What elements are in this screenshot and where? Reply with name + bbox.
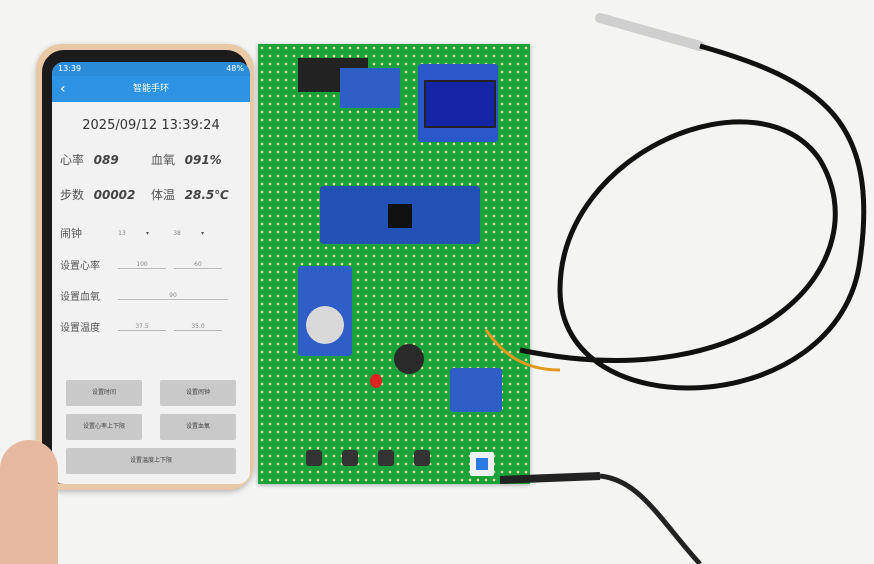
app-title: 智能手环 <box>132 84 169 94</box>
heart-high-input[interactable]: 100 <box>118 261 166 269</box>
alarm-label: 闹钟 <box>60 227 82 240</box>
set-temp-row: 设置温度 37.5 35.0 <box>60 319 242 334</box>
status-bar: 13:39 48% <box>52 62 250 76</box>
smartphone: 13:39 48% ‹ 智能手环 2025/09/12 13:39:24 心率 … <box>36 44 254 490</box>
temp-low-input[interactable]: 35.0 <box>174 323 222 331</box>
switch-cap <box>476 458 488 470</box>
buzzer <box>394 344 424 374</box>
pcb-board <box>258 44 530 484</box>
chevron-down-icon: ▾ <box>201 229 205 237</box>
back-arrow-icon[interactable]: ‹ <box>60 81 66 97</box>
heart-value: 089 <box>93 152 119 167</box>
push-button-1 <box>306 450 322 466</box>
oxygen-label: 血氧 <box>151 153 176 167</box>
red-led <box>370 374 382 388</box>
status-time: 13:39 <box>58 64 82 73</box>
temp-value: 28.5℃ <box>184 187 229 202</box>
mcu-chip <box>388 204 412 228</box>
set-time-button[interactable]: 设置时间 <box>66 380 142 406</box>
heart-label: 心率 <box>60 153 85 167</box>
coin-cell <box>306 306 344 344</box>
set-heart-row: 设置心率 100 60 <box>60 257 242 272</box>
set-oxygen-row: 设置血氧 90 <box>60 288 242 303</box>
steps-value: 00002 <box>93 187 136 202</box>
chevron-down-icon: ▾ <box>146 229 150 237</box>
oxygen-input[interactable]: 90 <box>118 292 228 300</box>
push-button-3 <box>378 450 394 466</box>
stm32-board <box>320 186 480 244</box>
app-title-bar: ‹ 智能手环 <box>52 76 250 102</box>
set-temp-label: 设置温度 <box>60 323 100 334</box>
phone-bezel: 13:39 48% ‹ 智能手环 2025/09/12 13:39:24 心率 … <box>42 50 250 484</box>
vitals-row-2: 步数 00002 体温 28.5℃ <box>60 186 242 203</box>
finger <box>0 440 58 564</box>
phone-screen: 13:39 48% ‹ 智能手环 2025/09/12 13:39:24 心率 … <box>52 62 250 484</box>
heart-low-input[interactable]: 60 <box>174 261 222 269</box>
alarm-minute-select[interactable]: 38 <box>173 229 181 237</box>
oled-module <box>418 64 498 142</box>
rtc-module <box>298 266 352 356</box>
set-oxygen-button[interactable]: 设置血氧 <box>160 414 236 440</box>
power-switch <box>470 452 494 476</box>
alarm-hour-select[interactable]: 13 <box>118 229 126 237</box>
datetime-text: 2025/09/12 13:39:24 <box>82 118 220 133</box>
push-button-4 <box>414 450 430 466</box>
set-alarm-button[interactable]: 设置闹钟 <box>160 380 236 406</box>
oxygen-value: 091% <box>184 152 222 167</box>
sensor-module <box>340 68 400 108</box>
steps-label: 步数 <box>60 188 85 202</box>
heart-rate-sensor <box>450 368 502 412</box>
vitals-row-1: 心率 089 血氧 091% <box>60 151 242 168</box>
set-temp-range-button[interactable]: 设置温度上下限 <box>66 448 236 474</box>
temp-high-input[interactable]: 37.5 <box>118 323 166 331</box>
set-heart-label: 设置心率 <box>60 261 100 272</box>
set-heart-range-button[interactable]: 设置心率上下限 <box>66 414 142 440</box>
oled-screen <box>424 80 496 128</box>
temp-label: 体温 <box>151 188 176 202</box>
set-oxygen-label: 设置血氧 <box>60 292 100 303</box>
push-button-2 <box>342 450 358 466</box>
status-battery: 48% <box>226 64 244 73</box>
alarm-row: 闹钟 13 ▾ 38 ▾ <box>60 225 242 241</box>
